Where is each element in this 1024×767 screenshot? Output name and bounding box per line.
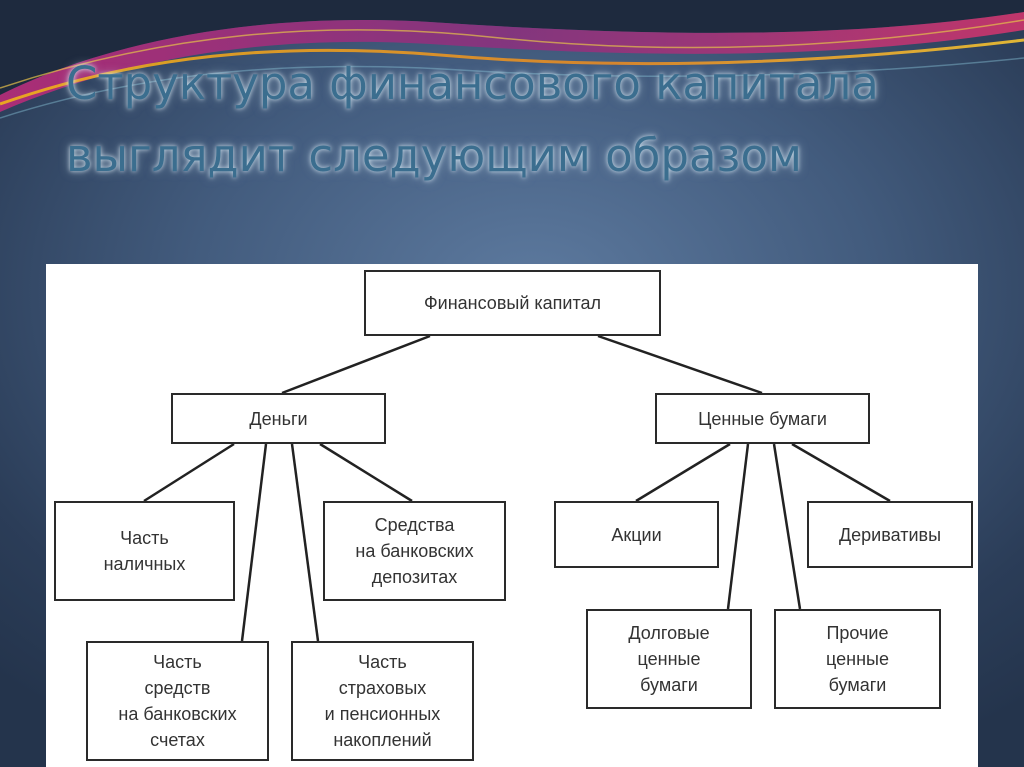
connector-securities-debt [726,443,750,610]
connector-root-securities [597,334,763,395]
node-cash: Часть наличных [54,501,235,601]
node-shares: Акции [554,501,719,568]
connector-securities-derivatives [791,442,891,503]
node-financial-capital: Финансовый капитал [364,270,661,336]
connector-securities-other [772,443,802,610]
node-debt-securities: Долговые ценные бумаги [586,609,752,709]
connector-lines [143,334,891,642]
node-insurance-pension: Часть страховых и пенсионных накоплений [291,641,474,761]
node-bank-deposits: Средства на банковских депозитах [323,501,506,601]
node-derivatives: Деривативы [807,501,973,568]
slide-title: Структура финансового капитала выглядит … [66,57,879,182]
node-money: Деньги [171,393,386,444]
diagram-panel: Финансовый капитал Деньги Ценные бумаги … [46,264,978,767]
node-securities: Ценные бумаги [655,393,870,444]
connector-money-cash [143,442,235,503]
connector-money-insurance [290,443,320,642]
connector-money-deposits [319,442,413,503]
connector-money-bank-accounts [240,443,268,642]
connector-securities-shares [635,442,731,503]
connector-root-money [281,334,431,395]
node-other-securities: Прочие ценные бумаги [774,609,941,709]
decorative-wave-header [0,0,1024,119]
node-bank-accounts: Часть средств на банковских счетах [86,641,269,761]
